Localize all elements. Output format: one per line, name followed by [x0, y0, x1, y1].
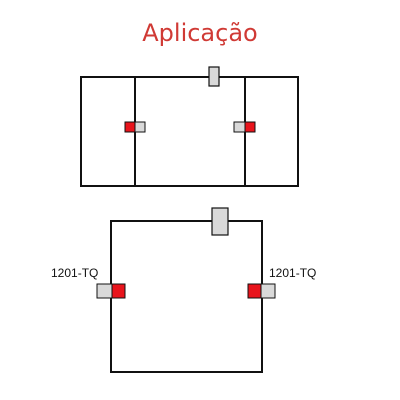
- top-left-sensor-red: [124, 121, 136, 133]
- bottom-left-sensor-red: [111, 283, 126, 299]
- bottom-frame-outline: [110, 220, 263, 373]
- bottom-right-sensor-red: [247, 283, 262, 299]
- left-sensor-label: 1201-TQ: [51, 266, 98, 280]
- top-right-sensor-red: [244, 121, 256, 133]
- bottom-frame: 1201-TQ 1201-TQ: [51, 207, 316, 373]
- right-sensor-label: 1201-TQ: [269, 266, 316, 280]
- top-right-sensor-gray: [233, 121, 246, 133]
- bottom-right-sensor-gray: [260, 283, 276, 299]
- bottom-frame-top-tab: [211, 207, 229, 236]
- top-frame-top-tab: [208, 66, 220, 87]
- bottom-left-sensor-gray: [96, 283, 113, 299]
- top-left-sensor-gray: [134, 121, 146, 133]
- page-title: Aplicação: [142, 19, 258, 47]
- top-frame: [80, 66, 299, 187]
- top-frame-outline: [80, 76, 299, 187]
